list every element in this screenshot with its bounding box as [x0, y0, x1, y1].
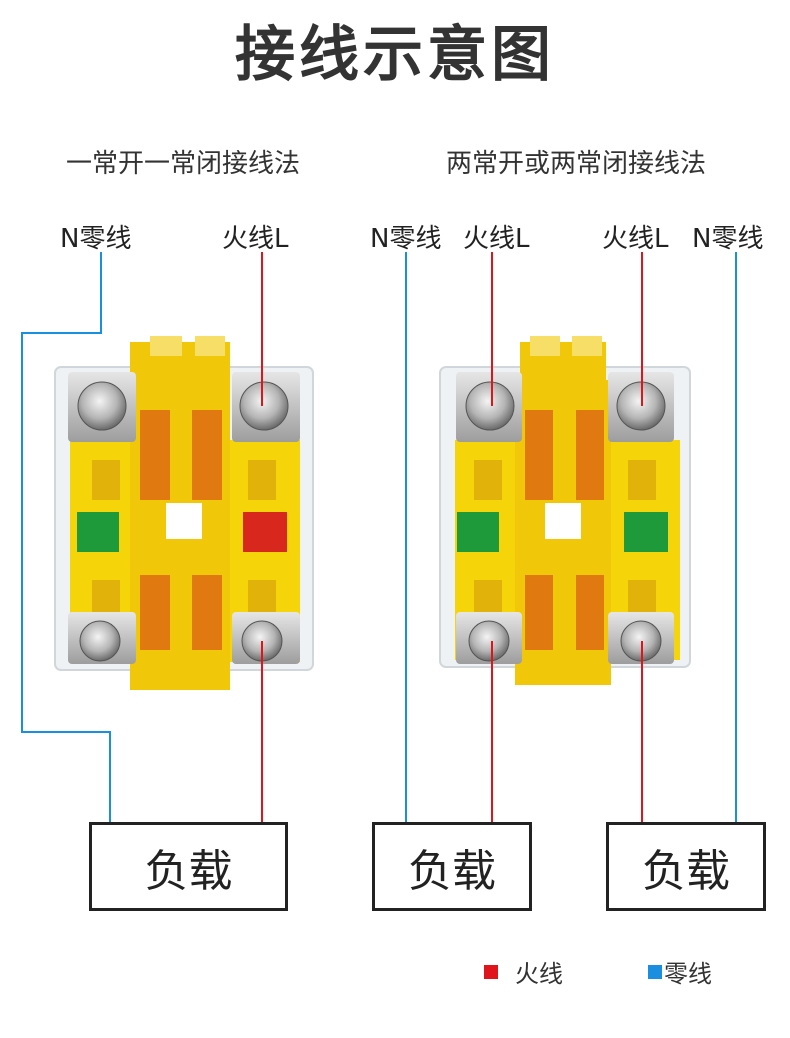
right-green-indicator-2	[624, 512, 668, 552]
left-contact-block	[54, 336, 314, 690]
right-neutral-label-2: N零线	[692, 224, 764, 254]
right-subtitle: 两常开或两常闭接线法	[446, 149, 707, 179]
left-live-label: 火线L	[222, 224, 289, 254]
left-load-box: 负载	[89, 822, 288, 911]
right-green-indicator-1	[457, 512, 499, 552]
left-subtitle: 一常开一常闭接线法	[66, 149, 301, 179]
right-center-hole	[545, 503, 581, 539]
page-title: 接线示意图	[235, 20, 555, 90]
left-neutral-label: N零线	[60, 224, 132, 254]
left-screw-tl	[77, 381, 127, 431]
right-live-label-2: 火线L	[602, 224, 669, 254]
left-neutral-wire	[21, 252, 111, 823]
right-screw-tl	[465, 381, 515, 431]
right-live-label-1: 火线L	[463, 224, 530, 254]
right-load-box-1: 负载	[372, 822, 532, 911]
right-load-label-1: 负载	[408, 845, 496, 897]
right-screw-bl	[468, 620, 510, 662]
left-screw-bl	[79, 620, 121, 662]
legend-neutral-swatch	[648, 965, 662, 979]
left-red-indicator	[243, 512, 287, 552]
left-center-hole	[166, 503, 202, 539]
right-contact-block	[439, 336, 691, 685]
legend-live-swatch	[484, 965, 498, 979]
legend-live-text: 火线	[515, 960, 563, 988]
left-green-indicator	[77, 512, 119, 552]
right-load-box-2: 负载	[606, 822, 766, 911]
right-neutral-label-1: N零线	[370, 224, 442, 254]
right-load-label-2: 负载	[642, 845, 730, 897]
left-screw-tr	[239, 381, 289, 431]
legend-neutral-text: 零线	[664, 960, 712, 988]
left-load-label: 负载	[144, 845, 233, 897]
